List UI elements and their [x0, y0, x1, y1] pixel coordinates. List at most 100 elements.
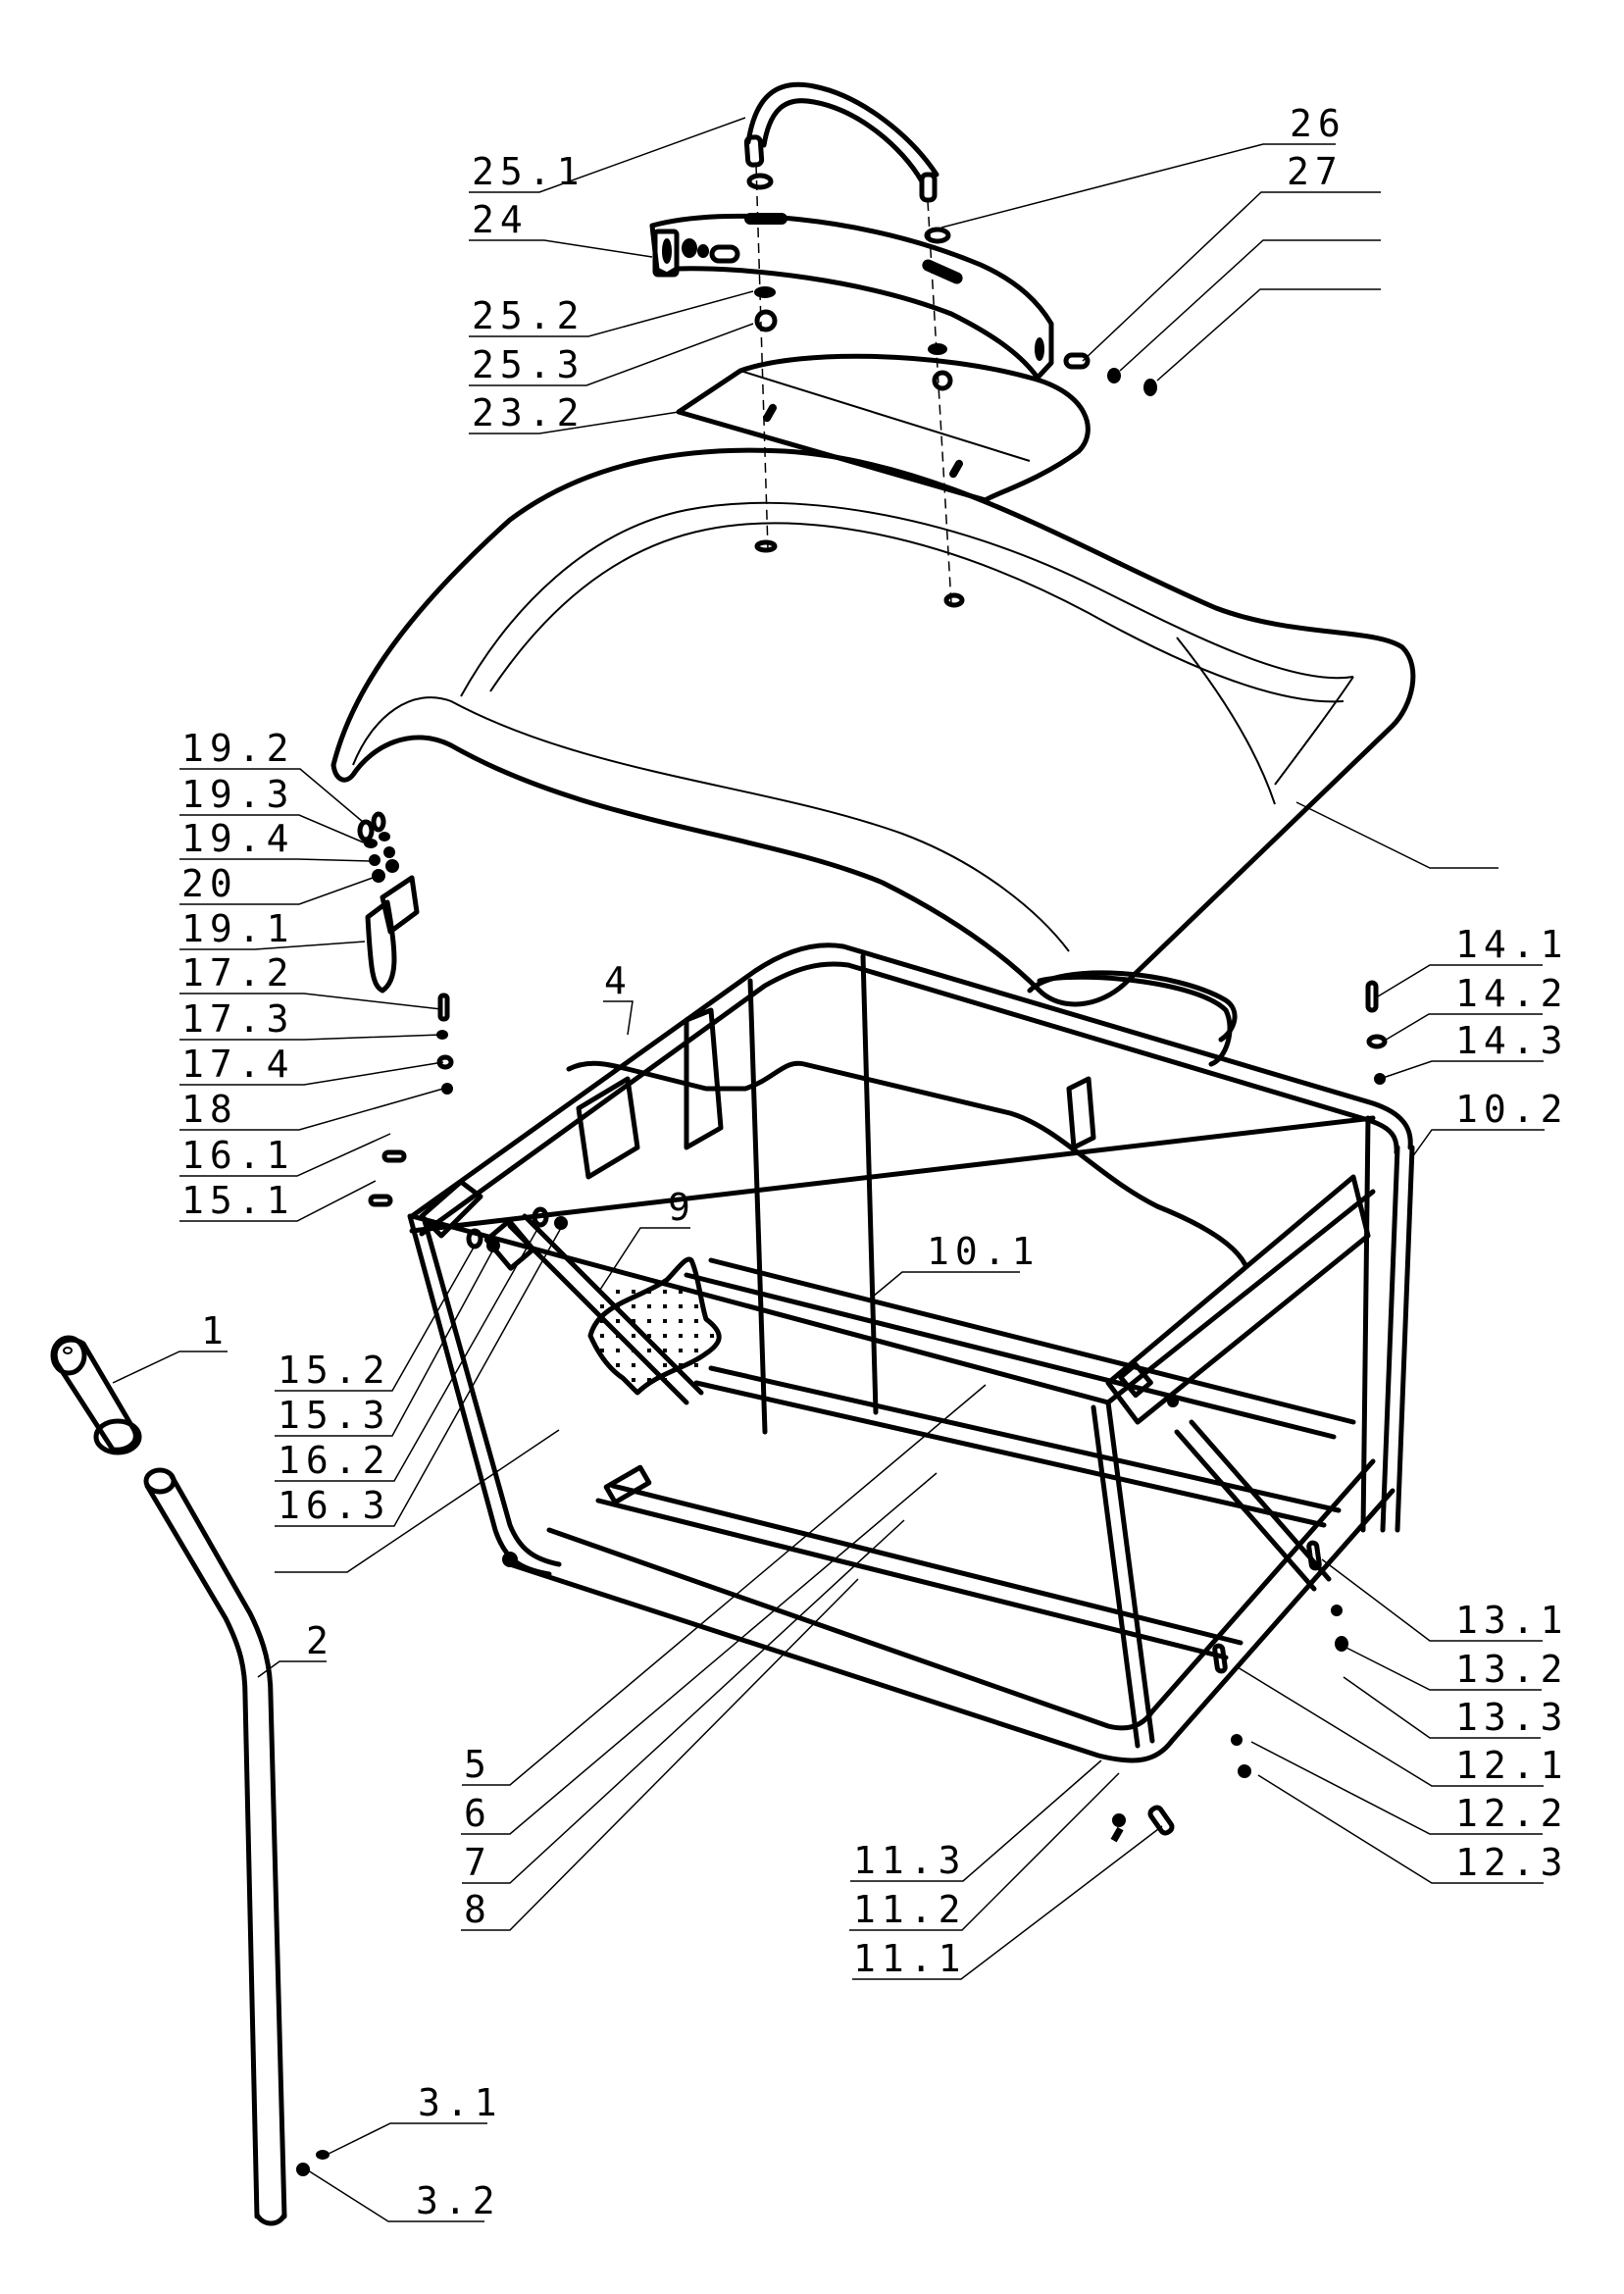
callout-label: 13.3 — [1455, 1696, 1569, 1739]
callout-18: 19.1 — [179, 907, 366, 950]
callout-label: 14.3 — [1455, 1019, 1569, 1062]
handle-bracket-part — [649, 213, 1054, 381]
callout-16-2: 16.2 — [275, 1223, 541, 1482]
callout-label: 27 — [1287, 150, 1344, 193]
mesh-bag-part — [587, 1256, 722, 1396]
callout-2: 2 — [257, 1619, 334, 1678]
callout-label: 25.3 — [472, 343, 585, 386]
mesh-dot — [616, 1334, 620, 1338]
callout-label: 17.4 — [181, 1043, 295, 1086]
callout-label: 13.2 — [1455, 1648, 1569, 1691]
mesh-dot — [663, 1290, 667, 1294]
callout-label: 19.1 — [181, 907, 295, 950]
callout-15-3: 15.3 — [275, 1249, 494, 1437]
callout-label: 2 — [306, 1619, 334, 1662]
callout-25-3 — [1156, 288, 1381, 382]
callout-25-2 — [1119, 239, 1381, 372]
callout-label: 15.2 — [278, 1349, 391, 1392]
callout-14-2: 14.2 — [1382, 972, 1563, 1043]
callout-label: 12.1 — [1455, 1744, 1569, 1787]
callout-label: 16.1 — [181, 1134, 295, 1177]
callout-13-1: 13.1 — [1321, 1558, 1569, 1642]
callout-7: 7 — [462, 1519, 905, 1884]
callout-label: 25.1 — [472, 150, 585, 193]
mesh-dot — [694, 1349, 698, 1352]
mesh-dot — [679, 1304, 683, 1308]
mesh-dot — [632, 1304, 635, 1308]
callout-17-4: 18 — [179, 1088, 444, 1131]
mesh-dot — [679, 1363, 683, 1367]
callout-21: 24 — [469, 198, 653, 258]
mesh-dot — [663, 1304, 667, 1308]
mesh-dot — [632, 1319, 635, 1323]
callout-6: 6 — [461, 1472, 938, 1835]
callout-11-2: 11.2 — [849, 1772, 1120, 1931]
mesh-dot — [647, 1319, 651, 1323]
mesh-dot — [632, 1378, 635, 1382]
callout-4: 4 — [603, 959, 634, 1036]
callout-17-2: 17.3 — [179, 997, 442, 1041]
mesh-dot — [632, 1290, 635, 1294]
callout-label: 12.2 — [1455, 1792, 1569, 1835]
mesh-dot — [694, 1334, 698, 1338]
callout-26 — [1295, 801, 1498, 869]
callout-14-3: 14.3 — [1382, 1019, 1569, 1079]
callout-12-2: 12.2 — [1250, 1741, 1569, 1835]
top-cover-part — [330, 447, 1416, 1043]
mesh-dot — [663, 1319, 667, 1323]
callout-19-1: 19.2 — [179, 727, 364, 823]
callout-layer: 25.1 24 25.2 25.3 23.2 26 27 19.2 19.3 1… — [112, 102, 1569, 2222]
callout-15-1: 15.1 — [179, 1179, 377, 1222]
callout-label: 26 — [1290, 102, 1346, 145]
callout-13-2: 13.2 — [1338, 1643, 1569, 1691]
mesh-pattern — [600, 1290, 714, 1382]
callout-22: 25.1 — [469, 117, 746, 193]
callout-label: 3.2 — [416, 2179, 501, 2222]
callout-15-2: 15.2 — [275, 1245, 476, 1392]
mesh-dot — [647, 1290, 651, 1294]
callout-label: 23.2 — [472, 391, 585, 434]
mesh-dot — [679, 1319, 683, 1323]
callout-label: 17.3 — [181, 997, 295, 1041]
mesh-dot — [632, 1334, 635, 1338]
handle-tube-part — [143, 1467, 287, 2226]
mesh-dot — [647, 1304, 651, 1308]
callout-16-1: 16.1 — [179, 1133, 391, 1177]
callout-label: 25.2 — [472, 294, 585, 337]
callout-23-1: 25.2 — [469, 290, 754, 337]
callout-label: 5 — [464, 1743, 492, 1786]
callout-label: 8 — [464, 1888, 492, 1931]
callout-23-2: 25.3 — [469, 323, 754, 386]
callout-label: 10.1 — [927, 1230, 1040, 1273]
mesh-dot — [632, 1363, 635, 1367]
callout-label: 11.2 — [853, 1888, 967, 1931]
frame-part — [407, 943, 1415, 1763]
mesh-dot — [679, 1290, 683, 1294]
callout-label: 1 — [201, 1309, 229, 1352]
mesh-dot — [663, 1349, 667, 1352]
callout-label: 12.3 — [1455, 1841, 1569, 1884]
callout-label: 20 — [181, 862, 238, 905]
callout-10-2: 10.2 — [1411, 1088, 1569, 1158]
mesh-dot — [663, 1363, 667, 1367]
mesh-dot — [600, 1334, 604, 1338]
mesh-dot — [694, 1363, 698, 1367]
mesh-dot — [710, 1334, 714, 1338]
callout-label: 18 — [181, 1088, 238, 1131]
mesh-dot — [632, 1349, 635, 1352]
callout-label: 10.2 — [1455, 1088, 1569, 1131]
callout-20: 23.2 — [469, 391, 680, 434]
callout-label: 13.1 — [1455, 1599, 1569, 1642]
callout-19-3: 19.4 — [179, 817, 372, 862]
small-fasteners — [296, 811, 1388, 2176]
callout-label: 15.3 — [278, 1394, 391, 1437]
mesh-dot — [616, 1349, 620, 1352]
handle-grip-part — [50, 1335, 142, 1455]
carry-handle-part — [743, 81, 939, 203]
mesh-dot — [600, 1304, 604, 1308]
callout-label: 3.1 — [418, 2081, 503, 2124]
callout-label: 15.1 — [181, 1179, 295, 1222]
mesh-dot — [679, 1349, 683, 1352]
mesh-dot — [600, 1349, 604, 1352]
